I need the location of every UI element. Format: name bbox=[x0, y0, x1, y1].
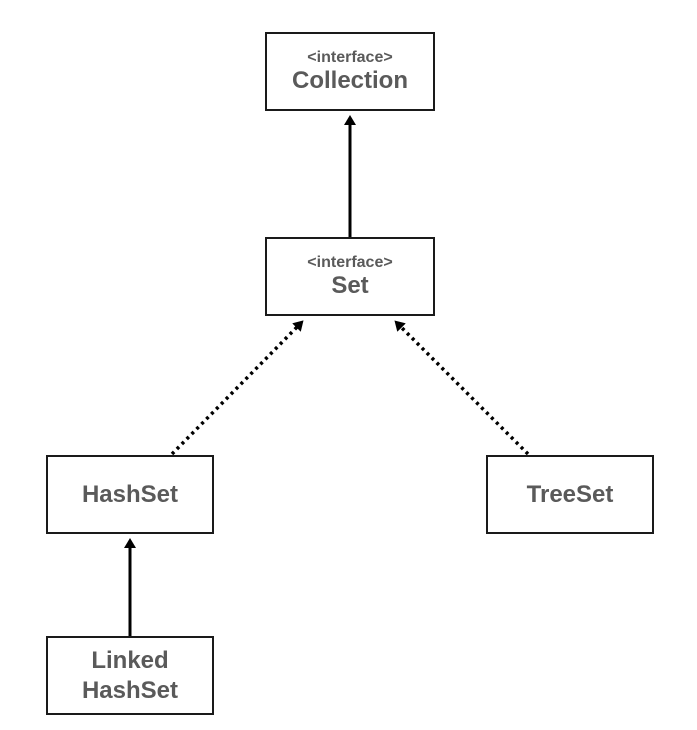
set-interface-node: <interface> Set bbox=[265, 237, 435, 316]
collection-interface-node: <interface> Collection bbox=[265, 32, 435, 111]
treeset-class-node: TreeSet bbox=[486, 455, 654, 534]
hashset-name: HashSet bbox=[81, 480, 179, 508]
edge-treeset-to-set bbox=[394, 320, 530, 456]
set-name: Set bbox=[331, 271, 369, 299]
collection-stereotype: <interface> bbox=[307, 48, 393, 66]
linkedhashset-name-line2: HashSet bbox=[81, 676, 179, 704]
hashset-class-node: HashSet bbox=[46, 455, 214, 534]
edge-hashset-to-set bbox=[170, 320, 304, 456]
collection-name: Collection bbox=[291, 66, 408, 94]
treeset-name: TreeSet bbox=[526, 480, 614, 508]
linkedhashset-class-node: Linked HashSet bbox=[46, 636, 214, 715]
set-stereotype: <interface> bbox=[307, 253, 393, 271]
linkedhashset-name-line1: Linked bbox=[91, 646, 169, 674]
